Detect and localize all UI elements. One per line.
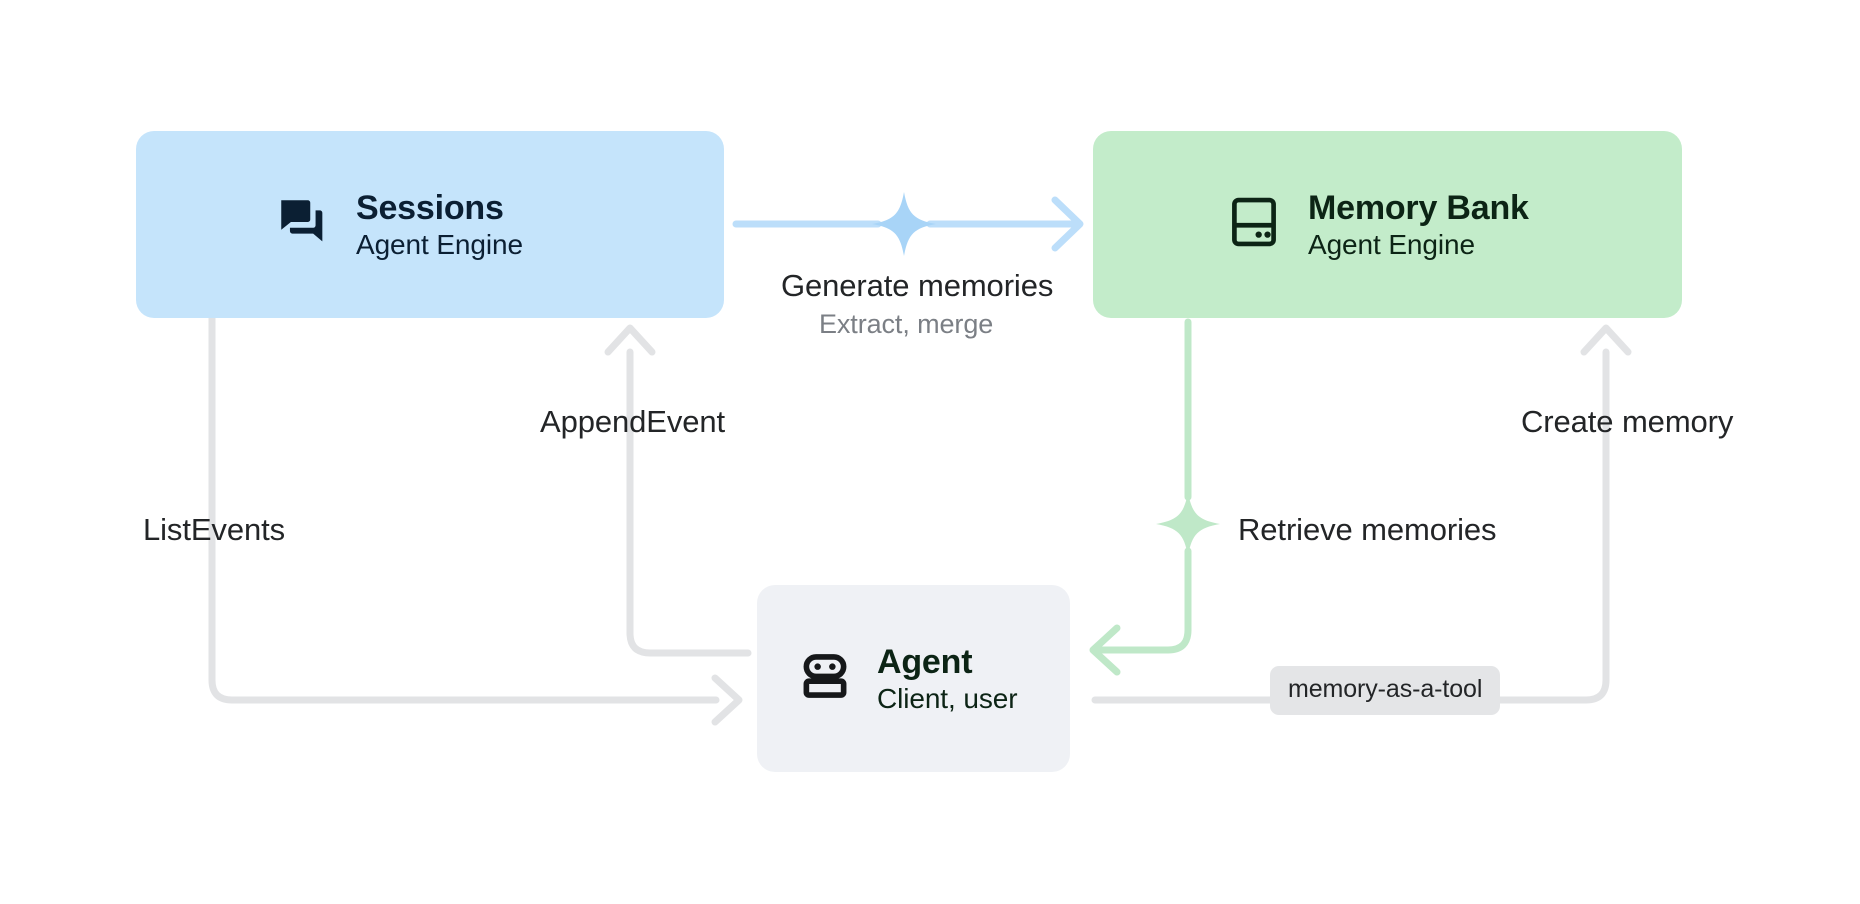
edge-sublabel-generate-memories: Extract, merge xyxy=(819,309,994,339)
edge-label-append-event: AppendEvent xyxy=(540,404,726,439)
edge-label-create-memory: Create memory xyxy=(1521,404,1734,439)
node-memory-bank-title: Memory Bank xyxy=(1308,188,1529,227)
node-sessions[interactable]: Sessions Agent Engine xyxy=(136,131,724,318)
node-agent[interactable]: Agent Client, user xyxy=(757,585,1070,772)
edge-label-generate-memories: Generate memories xyxy=(781,268,1054,303)
node-agent-text: Agent Client, user xyxy=(877,642,1018,714)
edge-append-event xyxy=(604,324,752,657)
database-icon xyxy=(1226,194,1282,255)
edge-label-retrieve-memories: Retrieve memories xyxy=(1238,512,1497,547)
node-agent-title: Agent xyxy=(877,642,973,681)
edge-list-events xyxy=(208,314,743,726)
sparkle-icon-green xyxy=(1156,492,1220,556)
edge-generate-memories xyxy=(732,192,1084,256)
node-sessions-subtitle: Agent Engine xyxy=(356,228,523,260)
node-agent-subtitle: Client, user xyxy=(877,682,1018,714)
edge-label-list-events: ListEvents xyxy=(143,512,286,547)
node-memory-bank-text: Memory Bank Agent Engine xyxy=(1308,189,1529,260)
chip-memory-as-a-tool[interactable]: memory-as-a-tool xyxy=(1270,666,1501,715)
node-memory-bank[interactable]: Memory Bank Agent Engine xyxy=(1093,131,1682,318)
forum-icon xyxy=(274,193,332,256)
node-sessions-text: Sessions Agent Engine xyxy=(356,189,523,260)
edge-create-memory xyxy=(1091,324,1632,704)
node-memory-bank-subtitle: Agent Engine xyxy=(1308,228,1475,260)
node-sessions-title: Sessions xyxy=(356,188,504,227)
sparkle-icon-blue xyxy=(872,192,936,256)
robot-icon xyxy=(799,650,851,707)
edge-retrieve-memories xyxy=(1089,318,1220,676)
